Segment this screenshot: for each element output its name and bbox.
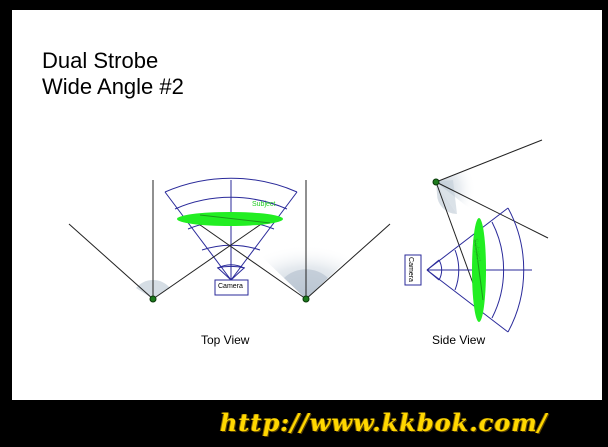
- top-camera-box: [214, 279, 249, 296]
- side-camera-box: [404, 254, 422, 286]
- side-view-caption: Side View: [432, 333, 486, 347]
- top-subject-shape: [177, 212, 283, 226]
- side-view-group: [404, 139, 549, 333]
- title-line-2: Wide Angle #2: [42, 74, 184, 99]
- side-strobe-beam-inner: [436, 180, 457, 214]
- top-camera-label: Camera: [218, 283, 243, 290]
- side-strobe-icon: [432, 178, 440, 186]
- top-view-caption: Top View: [201, 333, 250, 347]
- strobe-diagram: [68, 139, 549, 333]
- top-left-strobe-icon: [149, 295, 157, 303]
- side-camera-label: Camera: [406, 257, 414, 282]
- top-right-strobe-icon: [302, 295, 310, 303]
- top-view-group: [68, 177, 391, 303]
- side-strobe-lines: [435, 139, 549, 309]
- top-strobe-lines: [68, 180, 391, 300]
- side-strobe-beam: [436, 167, 481, 212]
- top-subject-label: Subject: [252, 201, 276, 208]
- title-line-1: Dual Strobe: [42, 48, 159, 73]
- side-strobe-beam-lower: [436, 182, 457, 214]
- diagram-slide: Dual Strobe Wide Angle #2: [12, 10, 602, 400]
- diagram-title: Dual Strobe Wide Angle #2: [42, 48, 184, 100]
- watermark-url: http://www.kkbok.com/: [220, 408, 548, 437]
